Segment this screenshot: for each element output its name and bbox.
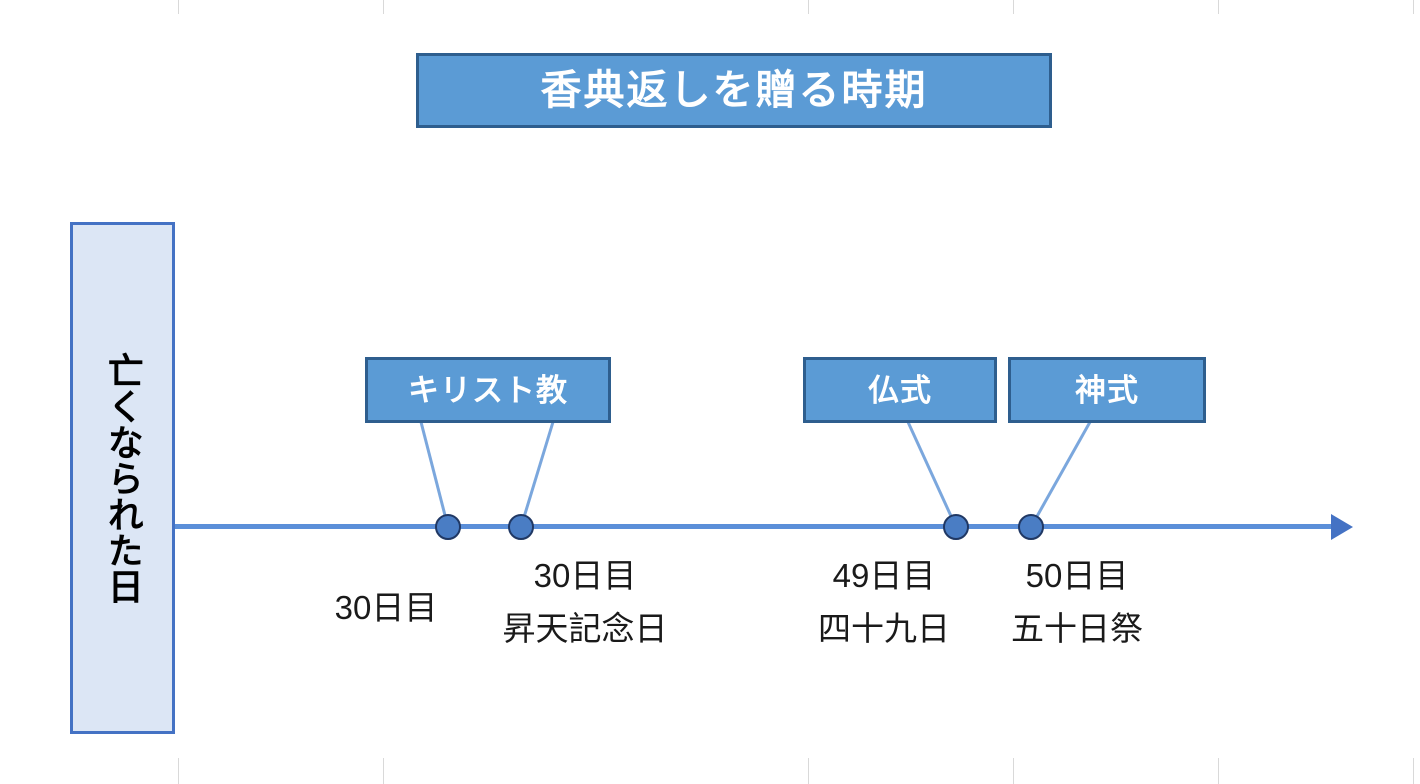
event-day-label: 49日目 [832, 557, 936, 594]
gridline-tick [808, 0, 809, 14]
event-caption: 30日目 昇天記念日 [503, 555, 668, 650]
gridline-tick [1013, 758, 1014, 784]
gridline-tick [383, 0, 384, 14]
gridline-tick [178, 758, 179, 784]
timeline-axis [175, 524, 1335, 529]
gridline-tick [1013, 0, 1014, 14]
gridline-tick [1413, 0, 1414, 14]
event-marker-dot[interactable] [508, 514, 534, 540]
event-name-label: 昇天記念日 [502, 610, 668, 648]
gridline-tick [808, 758, 809, 784]
gridline-tick [1413, 758, 1414, 784]
event-caption: 49日目 四十九日 [818, 555, 950, 650]
gridline-tick [1218, 0, 1219, 14]
category-box-buddhist[interactable]: 仏式 [803, 357, 997, 423]
gridline-tick [1218, 758, 1219, 784]
event-day-label: 50日目 [1025, 557, 1129, 594]
event-marker-dot[interactable] [943, 514, 969, 540]
event-marker-dot[interactable] [1018, 514, 1044, 540]
origin-date-box: 亡くなられた日 [70, 222, 175, 734]
page-title: 香典返しを贈る時期 [540, 67, 928, 113]
category-label: キリスト教 [408, 372, 568, 408]
event-day-label: 30日目 [533, 557, 637, 594]
category-label: 神式 [1075, 372, 1139, 408]
gridline-tick [178, 0, 179, 14]
gridline-tick [383, 758, 384, 784]
origin-date-label: 亡くなられた日 [102, 352, 144, 604]
event-day-label: 30日目 [334, 589, 438, 626]
event-name-label: 四十九日 [818, 610, 950, 648]
event-caption: 30日目 [335, 587, 438, 628]
category-label: 仏式 [868, 372, 932, 408]
title-banner: 香典返しを贈る時期 [416, 53, 1052, 128]
event-marker-dot[interactable] [435, 514, 461, 540]
category-box-christian[interactable]: キリスト教 [365, 357, 611, 423]
category-box-shinto[interactable]: 神式 [1008, 357, 1206, 423]
timeline-arrow-icon [1331, 514, 1353, 540]
event-caption: 50日目 五十日祭 [1011, 555, 1143, 650]
event-name-label: 五十日祭 [1011, 610, 1143, 648]
